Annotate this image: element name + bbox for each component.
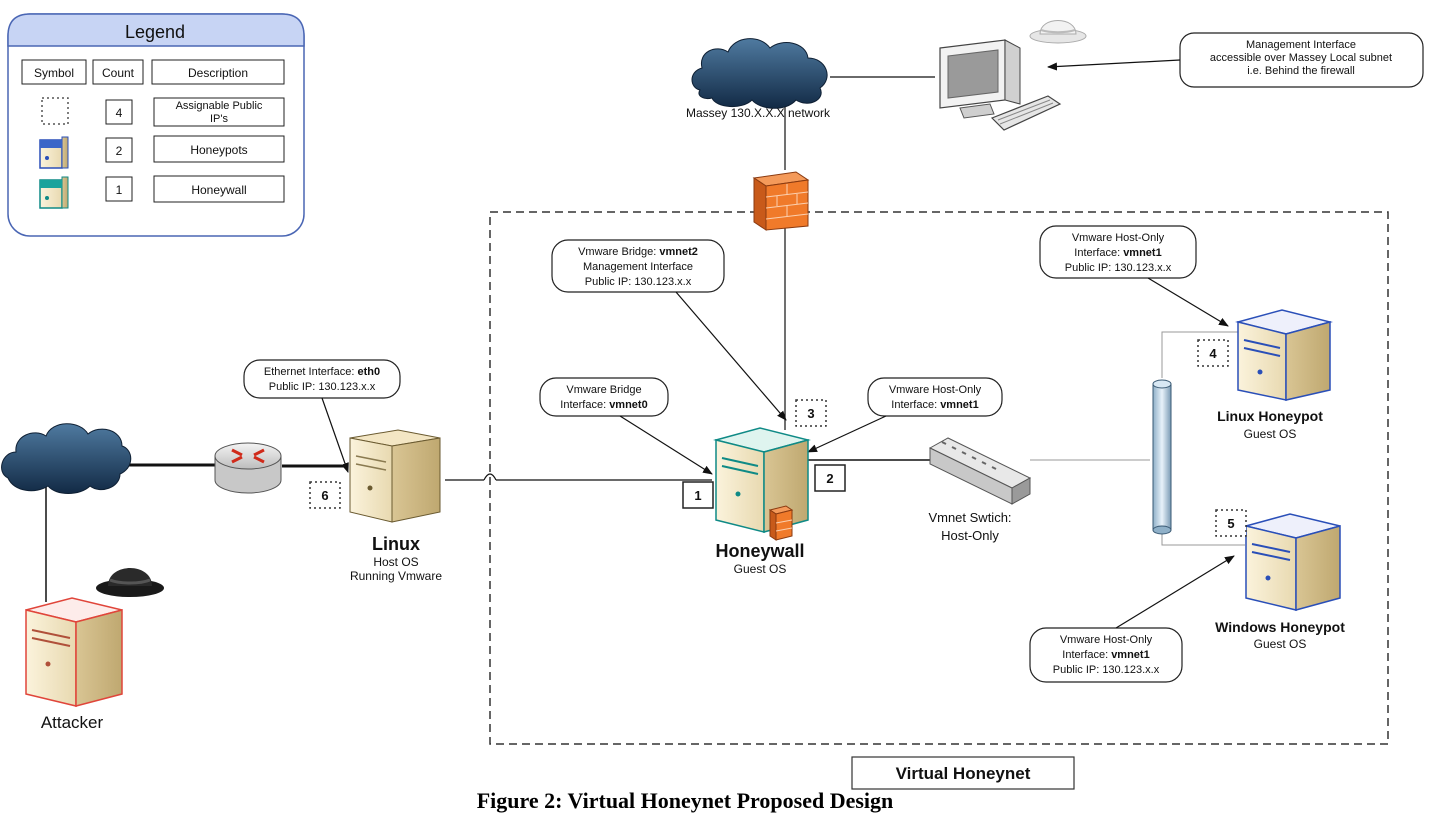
legend-count-2: 2 <box>116 144 123 158</box>
windows-honeypot-server-icon <box>1245 513 1341 611</box>
legend-desc-2: Honeypots <box>190 143 247 157</box>
callout-vmnet2-line1: Vmware Bridge: vmnet2 <box>578 246 698 258</box>
ip-marker-6: 6 <box>309 481 341 509</box>
linux-host-line3: Running Vmware <box>350 569 442 583</box>
callout-eth0-line1: Ethernet Interface: eth0 <box>264 366 380 378</box>
callout-wh-line1: Vmware Host-Only <box>1060 634 1153 646</box>
attacker-server-icon <box>25 597 123 707</box>
linux-honeypot-server-icon <box>1235 309 1333 401</box>
svg-text:5: 5 <box>1227 516 1234 531</box>
blue-server-icon <box>39 136 69 169</box>
legend-count-1: 4 <box>116 106 123 120</box>
honeywall-firewall-icon <box>768 505 794 541</box>
windows-honeypot-name: Windows Honeypot <box>1215 619 1345 635</box>
linux-honeypot-name: Linux Honeypot <box>1217 408 1323 424</box>
teal-server-icon <box>39 176 69 209</box>
svg-text:1: 1 <box>694 488 701 503</box>
legend-desc-3: Honeywall <box>191 183 246 197</box>
legend-header-description: Description <box>188 66 248 80</box>
router-icon <box>214 442 282 494</box>
linux-host-name: Linux <box>372 534 420 554</box>
callout-vmnet0-line1: Vmware Bridge <box>566 384 641 396</box>
boundary-label: Virtual Honeynet <box>896 764 1031 783</box>
management-note-line1: Management Interface <box>1246 39 1356 51</box>
legend-desc-1a: Assignable Public <box>176 100 263 112</box>
legend-count-3: 1 <box>116 183 123 197</box>
management-note-line2: accessible over Massey Local subnet <box>1210 52 1392 64</box>
internet-cloud-icon <box>1 423 132 494</box>
figure-caption: Figure 2: Virtual Honeynet Proposed Desi… <box>476 788 894 813</box>
legend-title: Legend <box>125 22 185 42</box>
callout-linux-honeypot-interface <box>1039 225 1197 279</box>
switch-line1: Vmnet Swtich: <box>928 510 1011 525</box>
legend-header-symbol: Symbol <box>34 66 74 80</box>
vmnet-switch-icon <box>928 437 1032 505</box>
linux-honeypot-line2: Guest OS <box>1244 427 1297 441</box>
legend-header-count: Count <box>102 66 135 80</box>
callout-lh-line2: Interface: vmnet1 <box>1074 247 1161 259</box>
callout-lh-line3: Public IP: 130.123.x.x <box>1065 262 1172 274</box>
ip-marker-2: 2 <box>814 464 846 492</box>
honeywall-server-icon <box>713 427 811 533</box>
callout-vmnet0-line2: Interface: vmnet0 <box>560 399 647 411</box>
ip-marker-5: 5 <box>1215 509 1247 537</box>
network-links <box>45 76 1245 602</box>
callout-windows-honeypot-interface <box>1029 627 1183 683</box>
boundary-label-box <box>851 756 1075 790</box>
massey-cloud-icon <box>691 38 828 109</box>
black-hat-icon <box>96 568 164 597</box>
windows-honeypot-line2: Guest OS <box>1254 637 1307 651</box>
firewall-icon <box>752 171 810 231</box>
legend: Legend Symbol Count Description 4 Assign… <box>7 13 305 237</box>
host-only-bus-icon <box>1152 379 1172 535</box>
callout-vmnet0 <box>539 377 669 417</box>
switch-line2: Host-Only <box>941 528 999 543</box>
callout-lh-line1: Vmware Host-Only <box>1072 232 1165 244</box>
legend-desc-1b: IP's <box>210 113 228 125</box>
honeywall-line2: Guest OS <box>734 562 787 576</box>
callout-vmnet1-line2: Interface: vmnet1 <box>891 399 978 411</box>
dotted-box-icon <box>41 97 69 125</box>
svg-text:2: 2 <box>826 471 833 486</box>
callout-vmnet1-line1: Vmware Host-Only <box>889 384 982 396</box>
attacker-name: Attacker <box>41 713 104 732</box>
linux-host-server-icon <box>349 429 441 523</box>
honeywall-name: Honeywall <box>715 541 804 561</box>
callout-vmnet2 <box>551 239 725 293</box>
svg-text:6: 6 <box>321 488 328 503</box>
ip-marker-1: 1 <box>682 481 714 509</box>
callout-eth0-line2: Public IP: 130.123.x.x <box>269 381 376 393</box>
callout-vmnet2-line2: Management Interface <box>583 261 693 273</box>
linux-host-line2: Host OS <box>373 555 418 569</box>
callout-wh-line3: Public IP: 130.123.x.x <box>1053 664 1160 676</box>
management-note-line3: i.e. Behind the firewall <box>1247 65 1355 77</box>
callout-vmnet1-honeywall <box>867 377 1003 417</box>
svg-text:3: 3 <box>807 406 814 421</box>
ip-marker-3: 3 <box>795 399 827 427</box>
massey-network-label: Massey 130.X.X.X network <box>686 106 831 120</box>
white-hat-icon <box>1029 20 1087 44</box>
svg-text:4: 4 <box>1209 346 1217 361</box>
ip-marker-4: 4 <box>1197 339 1229 367</box>
management-workstation-icon <box>939 39 1062 131</box>
callout-vmnet2-line3: Public IP: 130.123.x.x <box>585 276 692 288</box>
callout-wh-line2: Interface: vmnet1 <box>1062 649 1149 661</box>
virtual-honeynet-boundary <box>489 211 1389 745</box>
